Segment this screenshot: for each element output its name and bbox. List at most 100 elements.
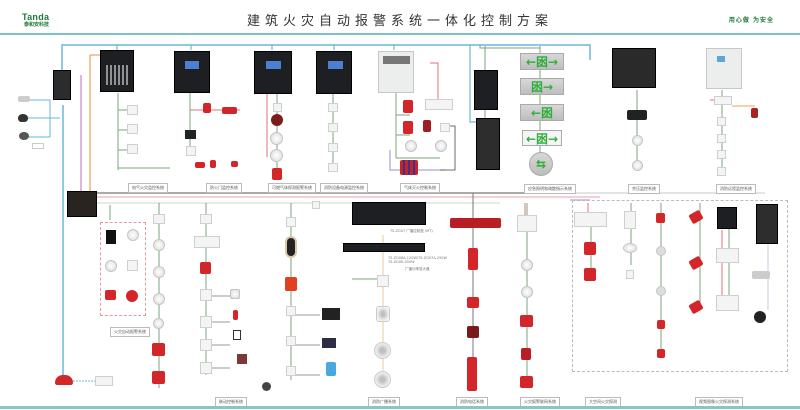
module — [717, 150, 726, 159]
exit-sign-glyph: ⇆ — [535, 157, 547, 171]
exit-sign-bidirectional: ←囦→ — [520, 53, 564, 70]
shutter-control — [237, 354, 247, 364]
camera-label — [32, 143, 44, 149]
system-caption: 防火门监控系统 — [206, 183, 242, 193]
smoke-detector — [153, 266, 165, 278]
linear-beam-detector — [584, 268, 596, 281]
pressure-controller — [627, 110, 647, 120]
user-info-transmission-device — [706, 48, 742, 89]
header-divider — [0, 33, 800, 35]
telephone-handset — [467, 357, 477, 391]
broadcast-module — [377, 275, 389, 287]
footer-divider — [0, 406, 800, 409]
junction-box — [624, 211, 636, 229]
gas-cylinders — [400, 160, 418, 175]
actuator — [326, 362, 336, 376]
amplifier-name-label: 广播功率放大器 — [405, 267, 430, 271]
exit-sign-left: ←囦 — [520, 104, 564, 121]
system-caption: 应急照明和疏散指示系统 — [524, 184, 576, 194]
gas-detector-white — [270, 149, 283, 162]
combo-detector — [153, 318, 164, 329]
manual-alarm-button — [520, 315, 533, 327]
flame-detector-grey — [656, 286, 666, 296]
fan-control — [233, 310, 238, 320]
large-space-group — [572, 200, 788, 372]
solenoid-valve — [322, 338, 336, 348]
module — [717, 117, 726, 126]
wireless-call-button — [105, 290, 116, 300]
power-monitor-module — [328, 123, 338, 132]
heat-detector — [153, 293, 165, 305]
gas-detector — [271, 114, 283, 126]
linear-beam-detector — [584, 242, 596, 255]
exit-sign-floor: ⇆ — [529, 152, 553, 176]
module — [286, 217, 296, 227]
module-red — [657, 349, 665, 358]
wall-speaker — [376, 306, 390, 322]
system-caption: 余压监控系统 — [628, 184, 660, 194]
emergency-stop-button — [423, 120, 431, 132]
manual-switch — [440, 123, 450, 132]
dome-camera — [18, 114, 28, 122]
io-module — [286, 306, 296, 316]
power-monitor-module — [328, 163, 338, 172]
network-bus-top — [61, 44, 591, 75]
exit-sign-glyph: ←囦→ — [525, 131, 559, 146]
power-monitor-module — [328, 143, 338, 152]
wireless-heat-detector — [105, 260, 117, 272]
motor — [262, 382, 271, 391]
sound-light-alarm — [403, 121, 413, 134]
exit-sign-glyph: ←囦 — [530, 106, 554, 120]
power-monitor-module — [328, 103, 338, 112]
bullet-camera — [18, 96, 30, 102]
ceiling-speaker — [374, 342, 391, 359]
wireless-module — [127, 260, 138, 271]
emergency-lighting-cabinet — [476, 118, 500, 170]
sound-light-alarm — [403, 100, 413, 113]
io-module — [286, 336, 296, 346]
broadcast-control-panel — [352, 202, 426, 225]
current-transformer — [222, 107, 237, 114]
manual-alarm-button — [152, 343, 165, 356]
speaker-strobe — [285, 236, 297, 258]
power-line — [430, 62, 439, 100]
amplifier-model-label: TS-ZG08A-120W/TS-ZG07A-250W TS-ZG08-500W — [388, 256, 447, 264]
pressure-sensor — [632, 160, 643, 171]
interface-module — [517, 215, 537, 232]
wireless-gateway — [106, 230, 116, 244]
gas-release-indicator — [285, 277, 297, 291]
module-red — [656, 213, 665, 223]
io-module — [286, 366, 296, 376]
module — [717, 167, 726, 176]
io-module — [200, 316, 212, 328]
fire-door-monitor-host — [174, 51, 210, 93]
heat-detector — [521, 286, 533, 298]
exit-sign-right: 囦→ — [520, 78, 564, 95]
system-caption: 火灾自动报警系统 — [110, 327, 150, 337]
audio-line — [389, 150, 445, 171]
video-camera — [754, 311, 766, 323]
system-caption: 消防设备电源监控系统 — [320, 183, 368, 193]
wireless-smoke-detector — [127, 229, 139, 241]
door-monitor-module — [185, 130, 196, 139]
emergency-lighting-controller — [474, 70, 498, 110]
valve-panel — [322, 308, 340, 320]
brand-logo-text: Tanda — [22, 12, 50, 22]
door-magnet — [195, 162, 205, 168]
wireless-device-group — [100, 222, 146, 316]
video-cabinet — [756, 204, 778, 244]
telephone-jack — [467, 326, 479, 338]
dome-camera — [19, 132, 29, 140]
residual-pressure-monitor-host — [612, 48, 656, 88]
ceiling-speaker — [374, 371, 391, 388]
module — [273, 103, 282, 112]
io-module — [200, 362, 212, 374]
module — [127, 144, 138, 154]
exit-sign-hanging: ←囦→ — [522, 130, 562, 146]
floor-display — [194, 236, 220, 248]
fire-control-desk — [67, 191, 97, 217]
electrical-fire-detector — [203, 103, 211, 113]
terminal — [626, 270, 634, 279]
gas-detector-white — [270, 132, 283, 145]
